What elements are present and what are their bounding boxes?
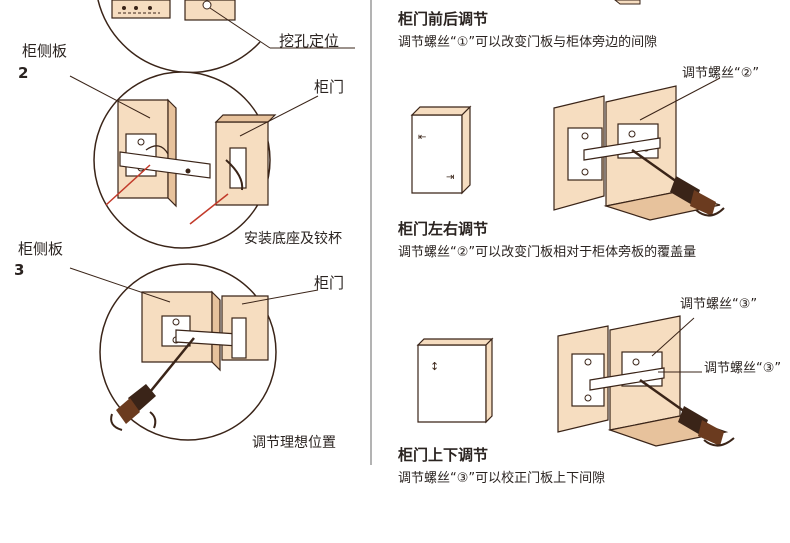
adj2-hinge-detail xyxy=(553,77,725,221)
step2-door-label: 柜门 xyxy=(314,78,345,96)
adj3-title: 柜门上下调节 xyxy=(398,446,489,464)
adj2-screw-label: 调节螺丝“②” xyxy=(682,66,760,81)
adj1-description: 调节螺丝“①”可以改变门板与柜体旁边的间隙 xyxy=(398,35,658,50)
step2-caption: 安装底座及铰杯 xyxy=(244,231,342,247)
step3-detail-circle xyxy=(69,263,319,441)
step2-number: 2 xyxy=(18,64,29,82)
screwdriver-icon xyxy=(116,337,195,424)
adj3-door-box: ↕ xyxy=(416,337,494,424)
rotate-arrow-icon xyxy=(110,413,123,431)
step1-caption: 挖孔定位 xyxy=(279,32,340,50)
svg-text:⇤: ⇤ xyxy=(418,132,426,143)
adj3-screw-label-top: 调节螺丝“③” xyxy=(680,297,758,312)
step3-caption: 调节理想位置 xyxy=(252,435,336,451)
step3-number: 3 xyxy=(14,261,25,279)
adj3-screw-label-mid: 调节螺丝“③” xyxy=(704,361,782,376)
adj2-door-box: ⇤ ⇥ xyxy=(410,105,472,195)
adj1-partial-artwork xyxy=(614,0,641,5)
rotate-arrow-icon xyxy=(695,207,725,217)
svg-text:↕: ↕ xyxy=(430,360,439,373)
step1-detail-circle xyxy=(97,0,355,74)
adj3-description: 调节螺丝“③”可以校正门板上下间隙 xyxy=(398,471,606,486)
step2-detail-circle xyxy=(69,71,319,249)
step2-side-panel-label: 柜侧板 xyxy=(22,42,68,60)
adj2-title: 柜门左右调节 xyxy=(398,220,489,238)
step3-side-panel-label: 柜侧板 xyxy=(18,240,64,258)
adj2-description: 调节螺丝“②”可以改变门板相对于柜体旁板的覆盖量 xyxy=(398,245,697,260)
rotate-arrow-icon xyxy=(703,437,735,447)
screwdriver-icon xyxy=(631,148,716,216)
svg-text:⇥: ⇥ xyxy=(446,172,454,183)
screwdriver-icon xyxy=(639,378,724,446)
adj1-title: 柜门前后调节 xyxy=(398,10,489,28)
adj3-hinge-detail xyxy=(557,315,735,447)
step3-door-label: 柜门 xyxy=(314,274,345,292)
